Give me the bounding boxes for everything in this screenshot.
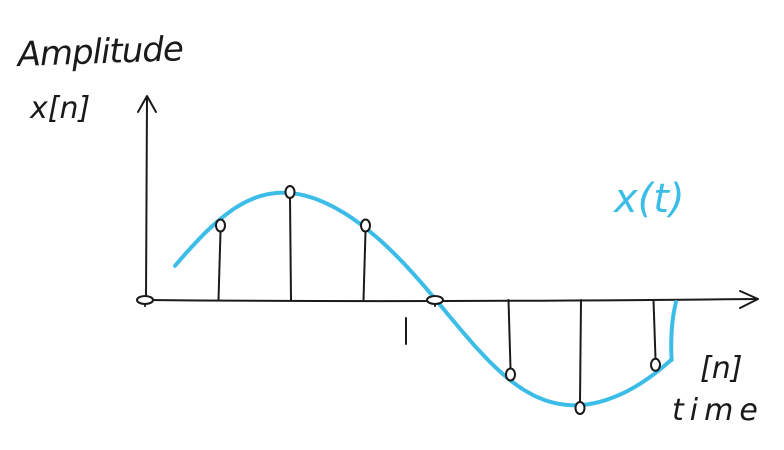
sample-stem <box>215 218 226 301</box>
continuous-signal-tail <box>669 300 678 362</box>
y-axis <box>145 97 148 301</box>
sample-marker <box>574 401 586 415</box>
sample-stem <box>426 295 444 307</box>
sample-stem-line <box>507 299 512 370</box>
sample-marker <box>136 295 154 305</box>
y-axis-symbol: x[n] <box>29 91 90 126</box>
y-axis-title: Amplitude <box>15 29 184 75</box>
sample-stem-line <box>579 299 582 403</box>
sample-stem-line <box>652 299 657 360</box>
sample-stem-line <box>362 230 367 301</box>
x-axis-arrowhead <box>739 290 759 309</box>
sample-stem <box>284 185 296 301</box>
sample-stem <box>136 295 154 307</box>
continuous-signal-curve <box>173 190 674 408</box>
x-axis-symbol: [n] <box>700 351 742 386</box>
sample-marker <box>215 218 226 233</box>
sample-marker <box>650 357 661 372</box>
sample-stems-layer <box>136 185 661 415</box>
sample-stem <box>360 218 371 301</box>
sample-stem-line <box>217 230 222 301</box>
sample-stem <box>574 299 586 415</box>
y-axis-arrowhead <box>137 95 157 113</box>
sample-stem <box>505 299 516 382</box>
sample-marker <box>505 367 516 382</box>
signal-label: x(t) <box>612 176 685 222</box>
sample-marker <box>426 295 444 305</box>
sample-stem-line <box>289 197 292 301</box>
sample-marker <box>284 185 296 199</box>
continuous-signal-layer <box>173 190 678 408</box>
x-axis <box>145 298 759 303</box>
sample-stem <box>650 299 661 372</box>
x-axis-title: time <box>672 393 764 428</box>
sample-marker <box>360 218 371 233</box>
